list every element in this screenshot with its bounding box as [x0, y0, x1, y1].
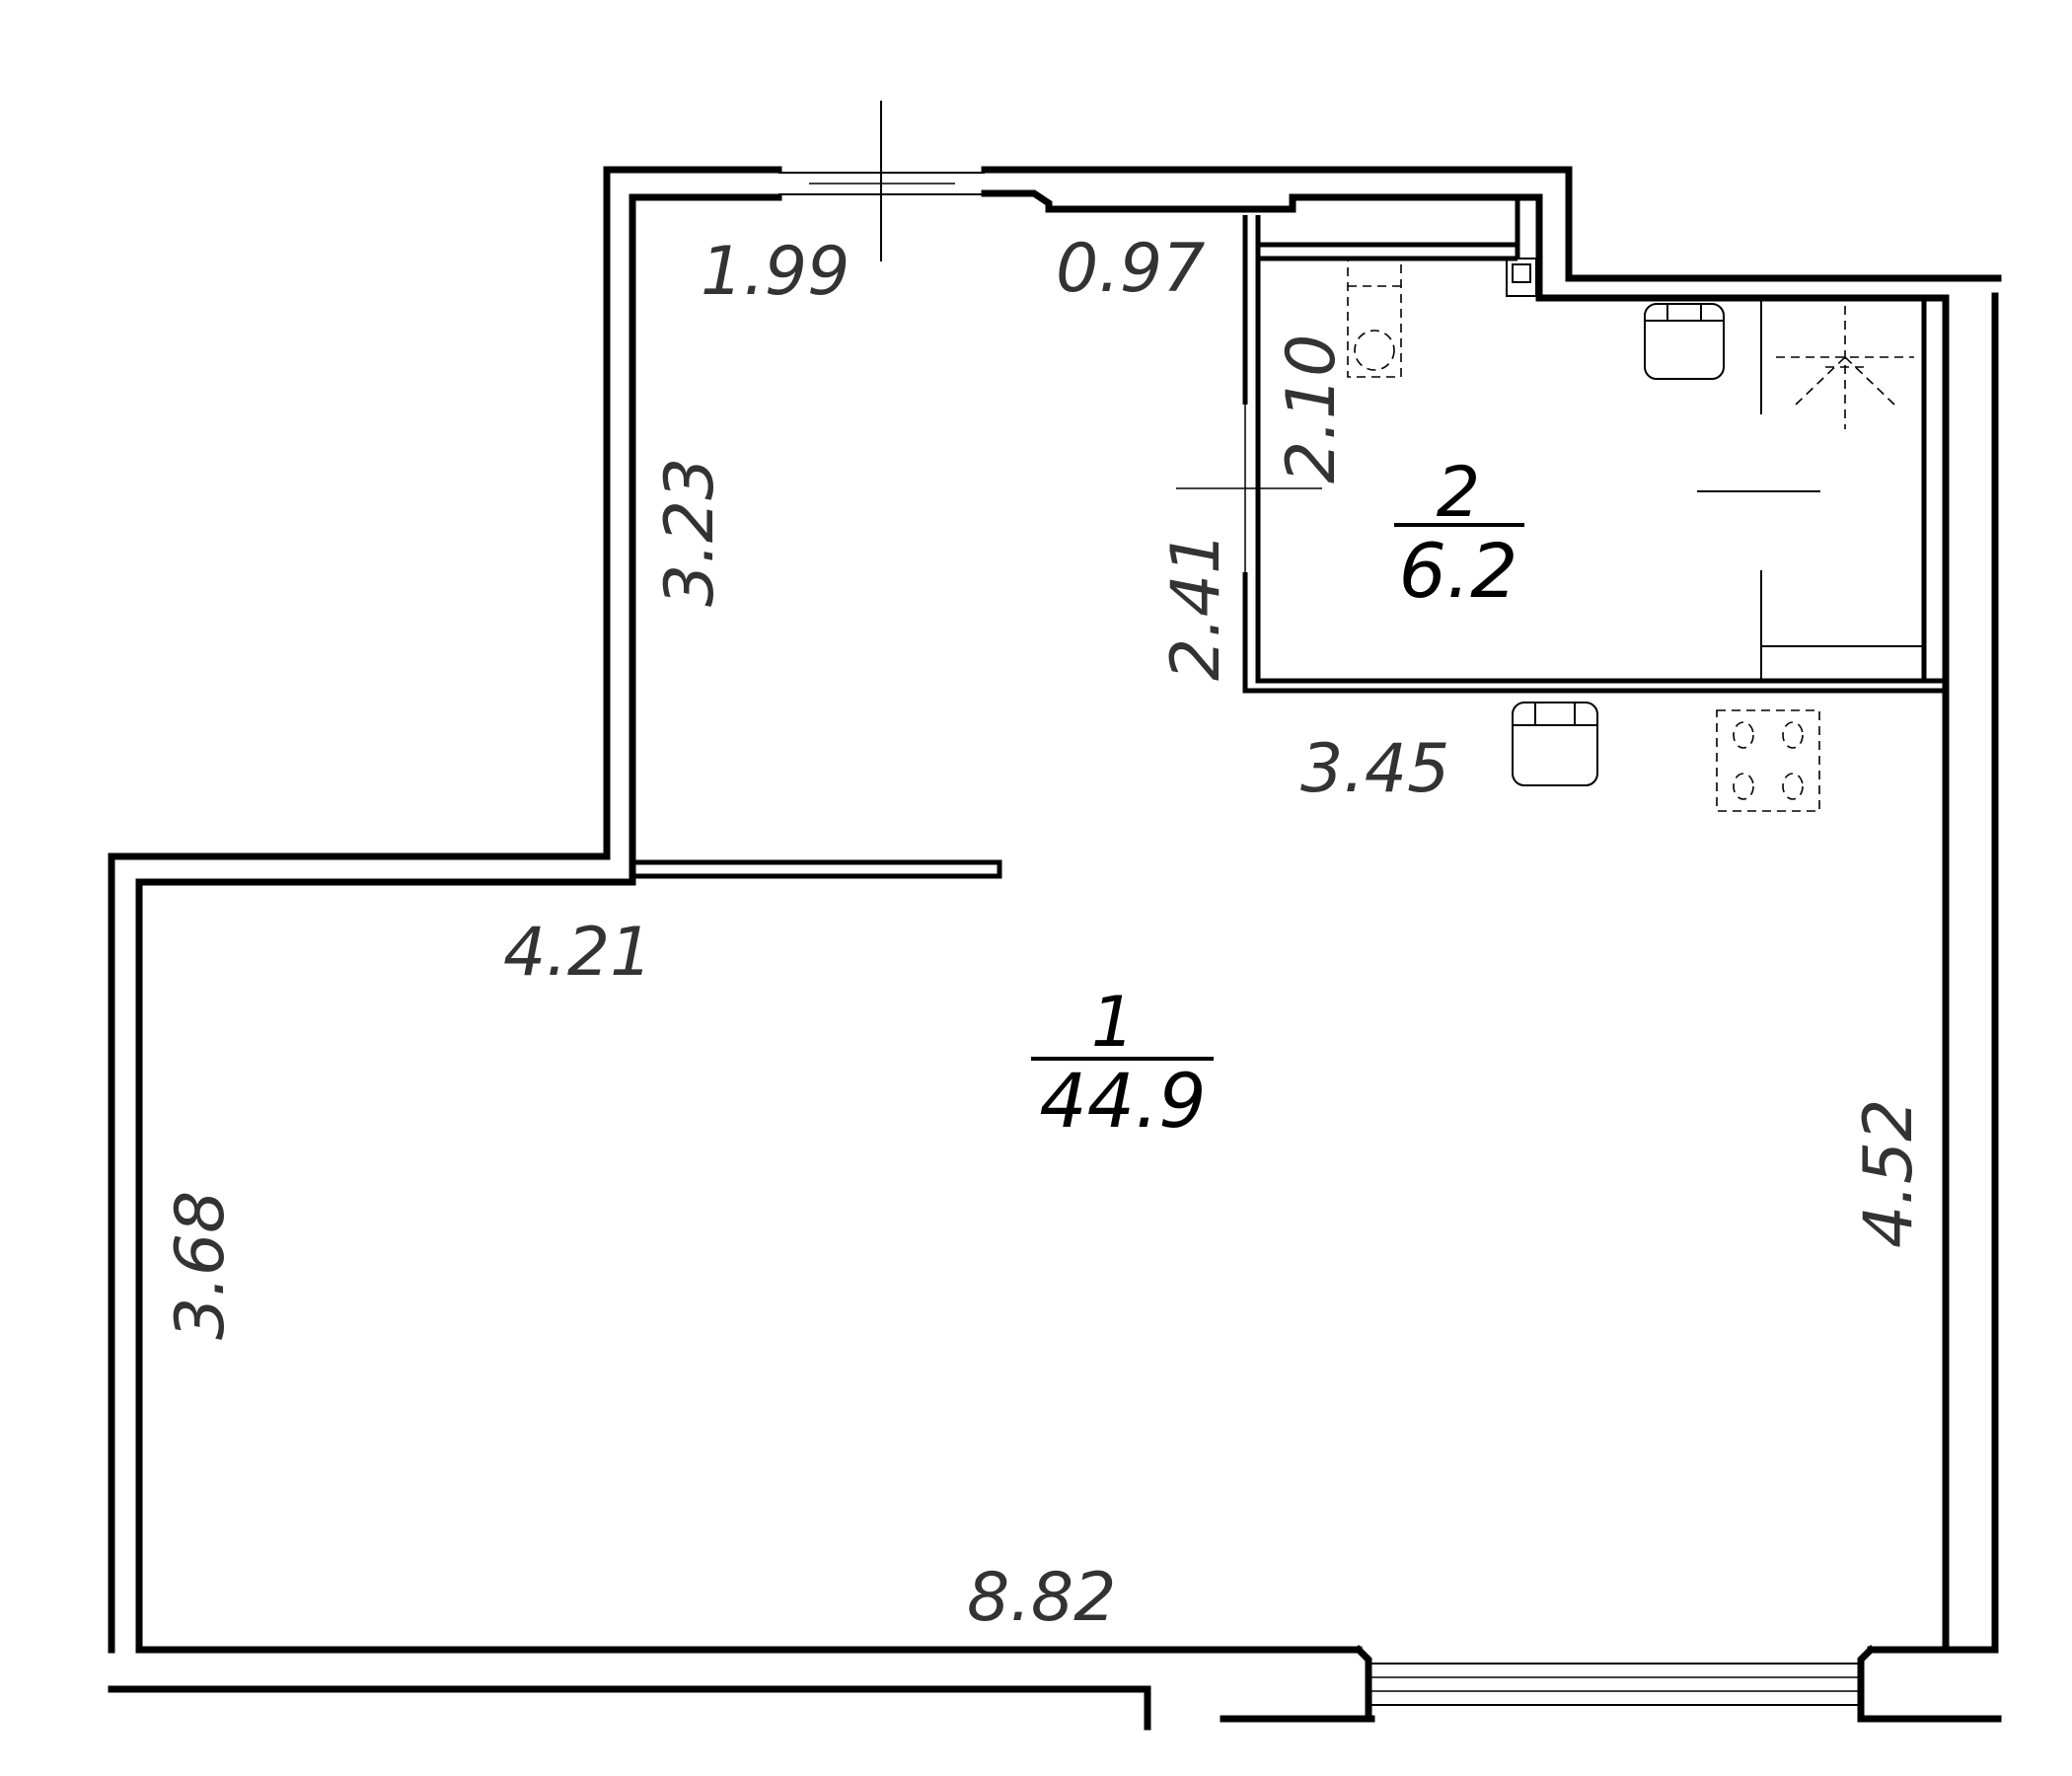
dim-left-lower: 3.68: [162, 1191, 240, 1340]
window-bottom: [1369, 1663, 1861, 1706]
dim-right: 4.52: [1850, 1099, 1928, 1248]
room-1-label: 1 44.9: [1031, 982, 1214, 1145]
dim-bath-vertical: 2.10: [1273, 334, 1351, 483]
sink-fixture-kitchen: [1512, 702, 1598, 786]
toilet-fixture: [1347, 258, 1402, 378]
room-2-number: 2: [1437, 452, 1481, 533]
bathroom-walls: [1176, 197, 1946, 694]
shower-fixture: [1776, 306, 1914, 429]
room-2-area: 6.2: [1399, 527, 1518, 615]
wall-bottom-window-left: [1354, 1645, 1372, 1723]
dim-window-top-right: 0.97: [1056, 230, 1205, 308]
room-1-number: 1: [1091, 982, 1136, 1063]
sink-fixture-bath: [1644, 303, 1725, 380]
dim-bath-left: 2.41: [1157, 532, 1235, 681]
dim-bath-bottom: 3.45: [1300, 730, 1449, 808]
room-2-label: 2 6.2: [1394, 452, 1524, 615]
wall-bottom-left: [108, 1685, 1151, 1731]
dim-window-top-left: 1.99: [701, 233, 850, 311]
wall-top-left: [108, 166, 782, 1654]
dim-left-upper: 3.23: [651, 458, 729, 607]
window-top: [778, 101, 985, 261]
stove-fixture: [1716, 709, 1820, 812]
wall-top-left-inner: [135, 193, 1363, 1654]
dim-bottom: 8.82: [967, 1559, 1116, 1637]
room-1-area: 44.9: [1039, 1057, 1206, 1145]
exterior-walls: [108, 166, 2002, 1731]
wall-top-right: [981, 166, 2002, 282]
partition-ledge: [629, 859, 1002, 879]
wall-bottom-window-right: [1857, 1645, 2002, 1723]
wall-top-right-inner: [981, 189, 1950, 1654]
dim-ledge: 4.21: [503, 914, 652, 992]
